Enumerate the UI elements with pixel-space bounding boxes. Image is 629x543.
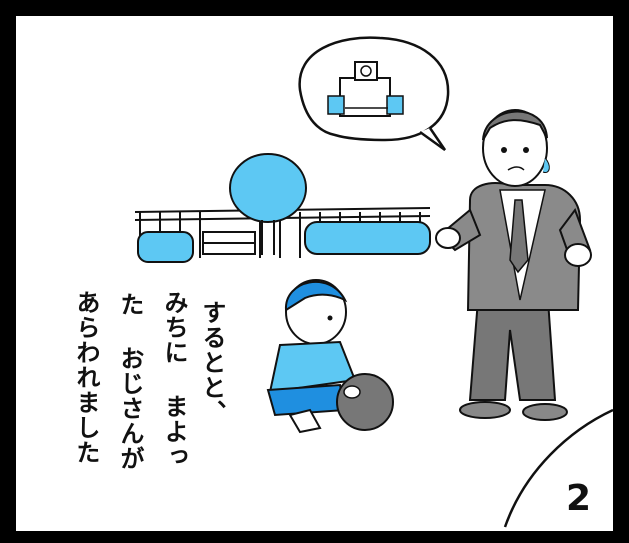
- page-corner-arc: [503, 408, 614, 528]
- caption-line-2: みちに まよっ: [160, 290, 188, 469]
- ball: [336, 373, 394, 431]
- caption-line-4: あらわれました: [72, 290, 100, 465]
- panel-number: 2: [566, 478, 592, 519]
- school-building-icon: [327, 61, 404, 117]
- caption-line-1: するとと、: [198, 300, 226, 425]
- bush-left: [137, 231, 194, 263]
- tree: [229, 153, 307, 255]
- caption-line-3: た おじさんが: [116, 292, 144, 471]
- bush-right: [304, 221, 431, 255]
- boy-with-ball: [266, 279, 394, 434]
- lost-man: [435, 109, 592, 421]
- bench: [202, 231, 256, 255]
- thought-bubble: [298, 36, 450, 152]
